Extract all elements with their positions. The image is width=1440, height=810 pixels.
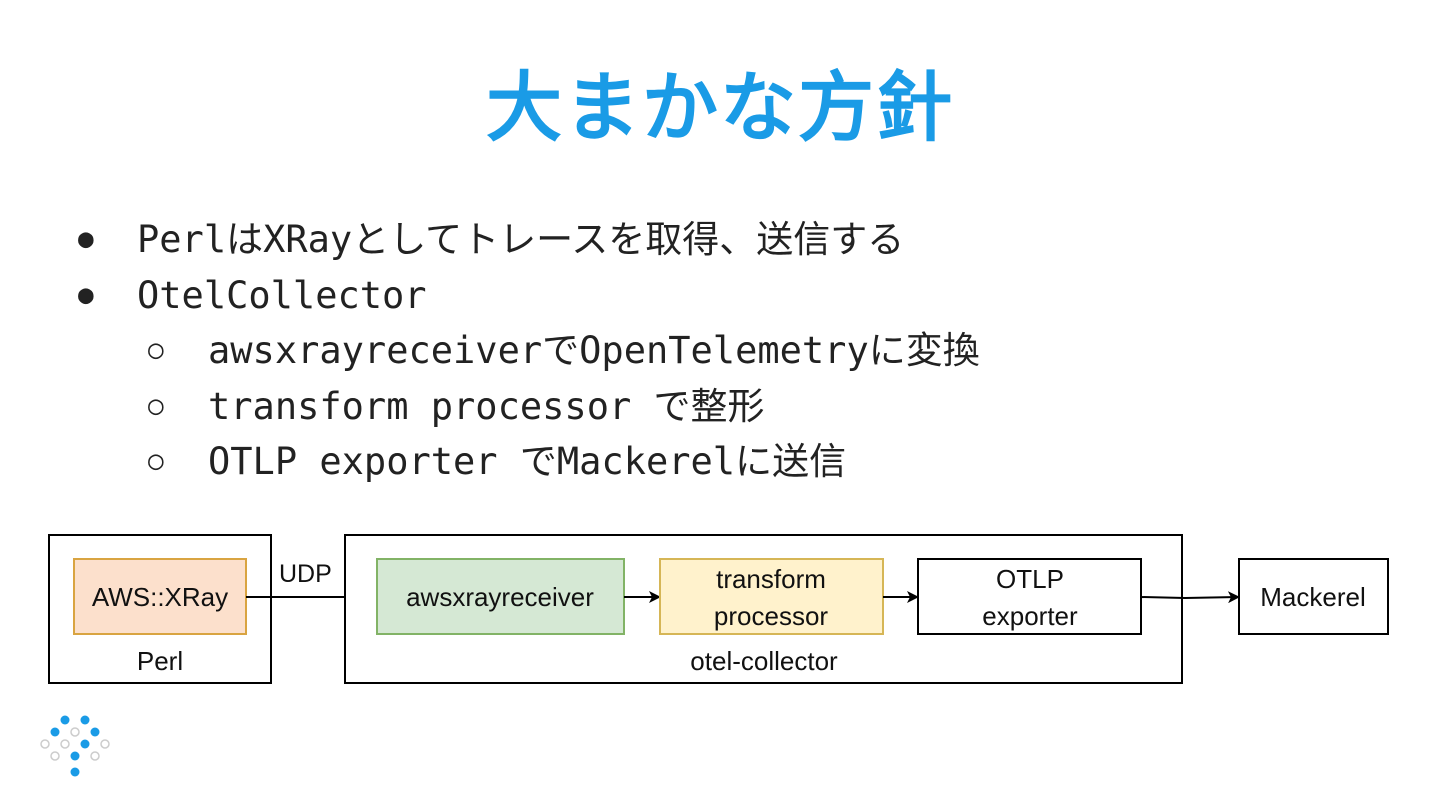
udp-edge-label: UDP xyxy=(279,560,332,588)
slide-title: 大まかな方針 xyxy=(486,63,954,152)
collector-container-label: otel-collector xyxy=(690,646,838,676)
receiver-node: awsxrayreceiver xyxy=(376,558,625,635)
exporter-to-mackerel-arrow xyxy=(1140,591,1240,604)
sub-bullet-item: ○ transform processor で整形 xyxy=(78,379,980,435)
logo-dot xyxy=(70,751,80,761)
logo-dot xyxy=(90,751,100,761)
bullet-marker: ● xyxy=(78,224,94,254)
sub-bullet-item: ○ awsxrayreceiverでOpenTelemetryに変換 xyxy=(78,323,980,379)
sub-bullet-item: ○ OTLP exporter でMackerelに送信 xyxy=(78,434,980,490)
exporter-node: OTLP exporter xyxy=(917,558,1142,635)
processor-node-label-line2: processor xyxy=(714,601,828,631)
bullet-item: ● PerlはXRayとしてトレースを取得、送信する xyxy=(78,212,980,268)
processor-node: transform processor xyxy=(659,558,884,635)
logo-dot xyxy=(60,715,70,725)
logo-dot xyxy=(50,751,60,761)
bullet-text: PerlはXRayとしてトレースを取得、送信する xyxy=(137,218,905,261)
logo-dot xyxy=(80,739,90,749)
sub-bullet-text: awsxrayreceiverでOpenTelemetryに変換 xyxy=(208,329,980,372)
logo-dot xyxy=(90,727,100,737)
sub-bullet-text: transform processor で整形 xyxy=(208,384,765,428)
mackerel-node-label: Mackerel xyxy=(1260,582,1365,612)
dot-logo-icon xyxy=(40,715,110,777)
logo-dot xyxy=(70,767,80,777)
logo-dot xyxy=(100,739,110,749)
logo-dot xyxy=(40,739,50,749)
bullet-marker: ● xyxy=(78,279,94,310)
bullet-list: ● PerlはXRayとしてトレースを取得、送信する ● OtelCollect… xyxy=(78,212,980,490)
xray-node-label: AWS::XRay xyxy=(92,582,228,612)
logo-dot xyxy=(60,739,70,749)
xray-node: AWS::XRay xyxy=(73,558,247,635)
receiver-node-label: awsxrayreceiver xyxy=(406,582,594,612)
logo-dot xyxy=(50,727,60,737)
processor-node-label-line1: transform xyxy=(716,564,826,594)
mackerel-node: Mackerel xyxy=(1238,558,1389,635)
sub-bullet-marker: ○ xyxy=(148,446,164,476)
sub-bullet-marker: ○ xyxy=(148,335,164,365)
perl-container-label: Perl xyxy=(137,646,183,676)
exporter-node-label-line2: exporter xyxy=(982,601,1078,631)
logo-dot xyxy=(80,715,90,725)
bullet-item: ● OtelCollector xyxy=(78,268,980,324)
sub-bullet-text: OTLP exporter でMackerelに送信 xyxy=(208,440,847,483)
sub-bullet-marker: ○ xyxy=(148,390,164,421)
exporter-node-label-line1: OTLP xyxy=(996,564,1064,594)
bullet-text: OtelCollector xyxy=(137,273,427,317)
logo-dot xyxy=(70,727,80,737)
